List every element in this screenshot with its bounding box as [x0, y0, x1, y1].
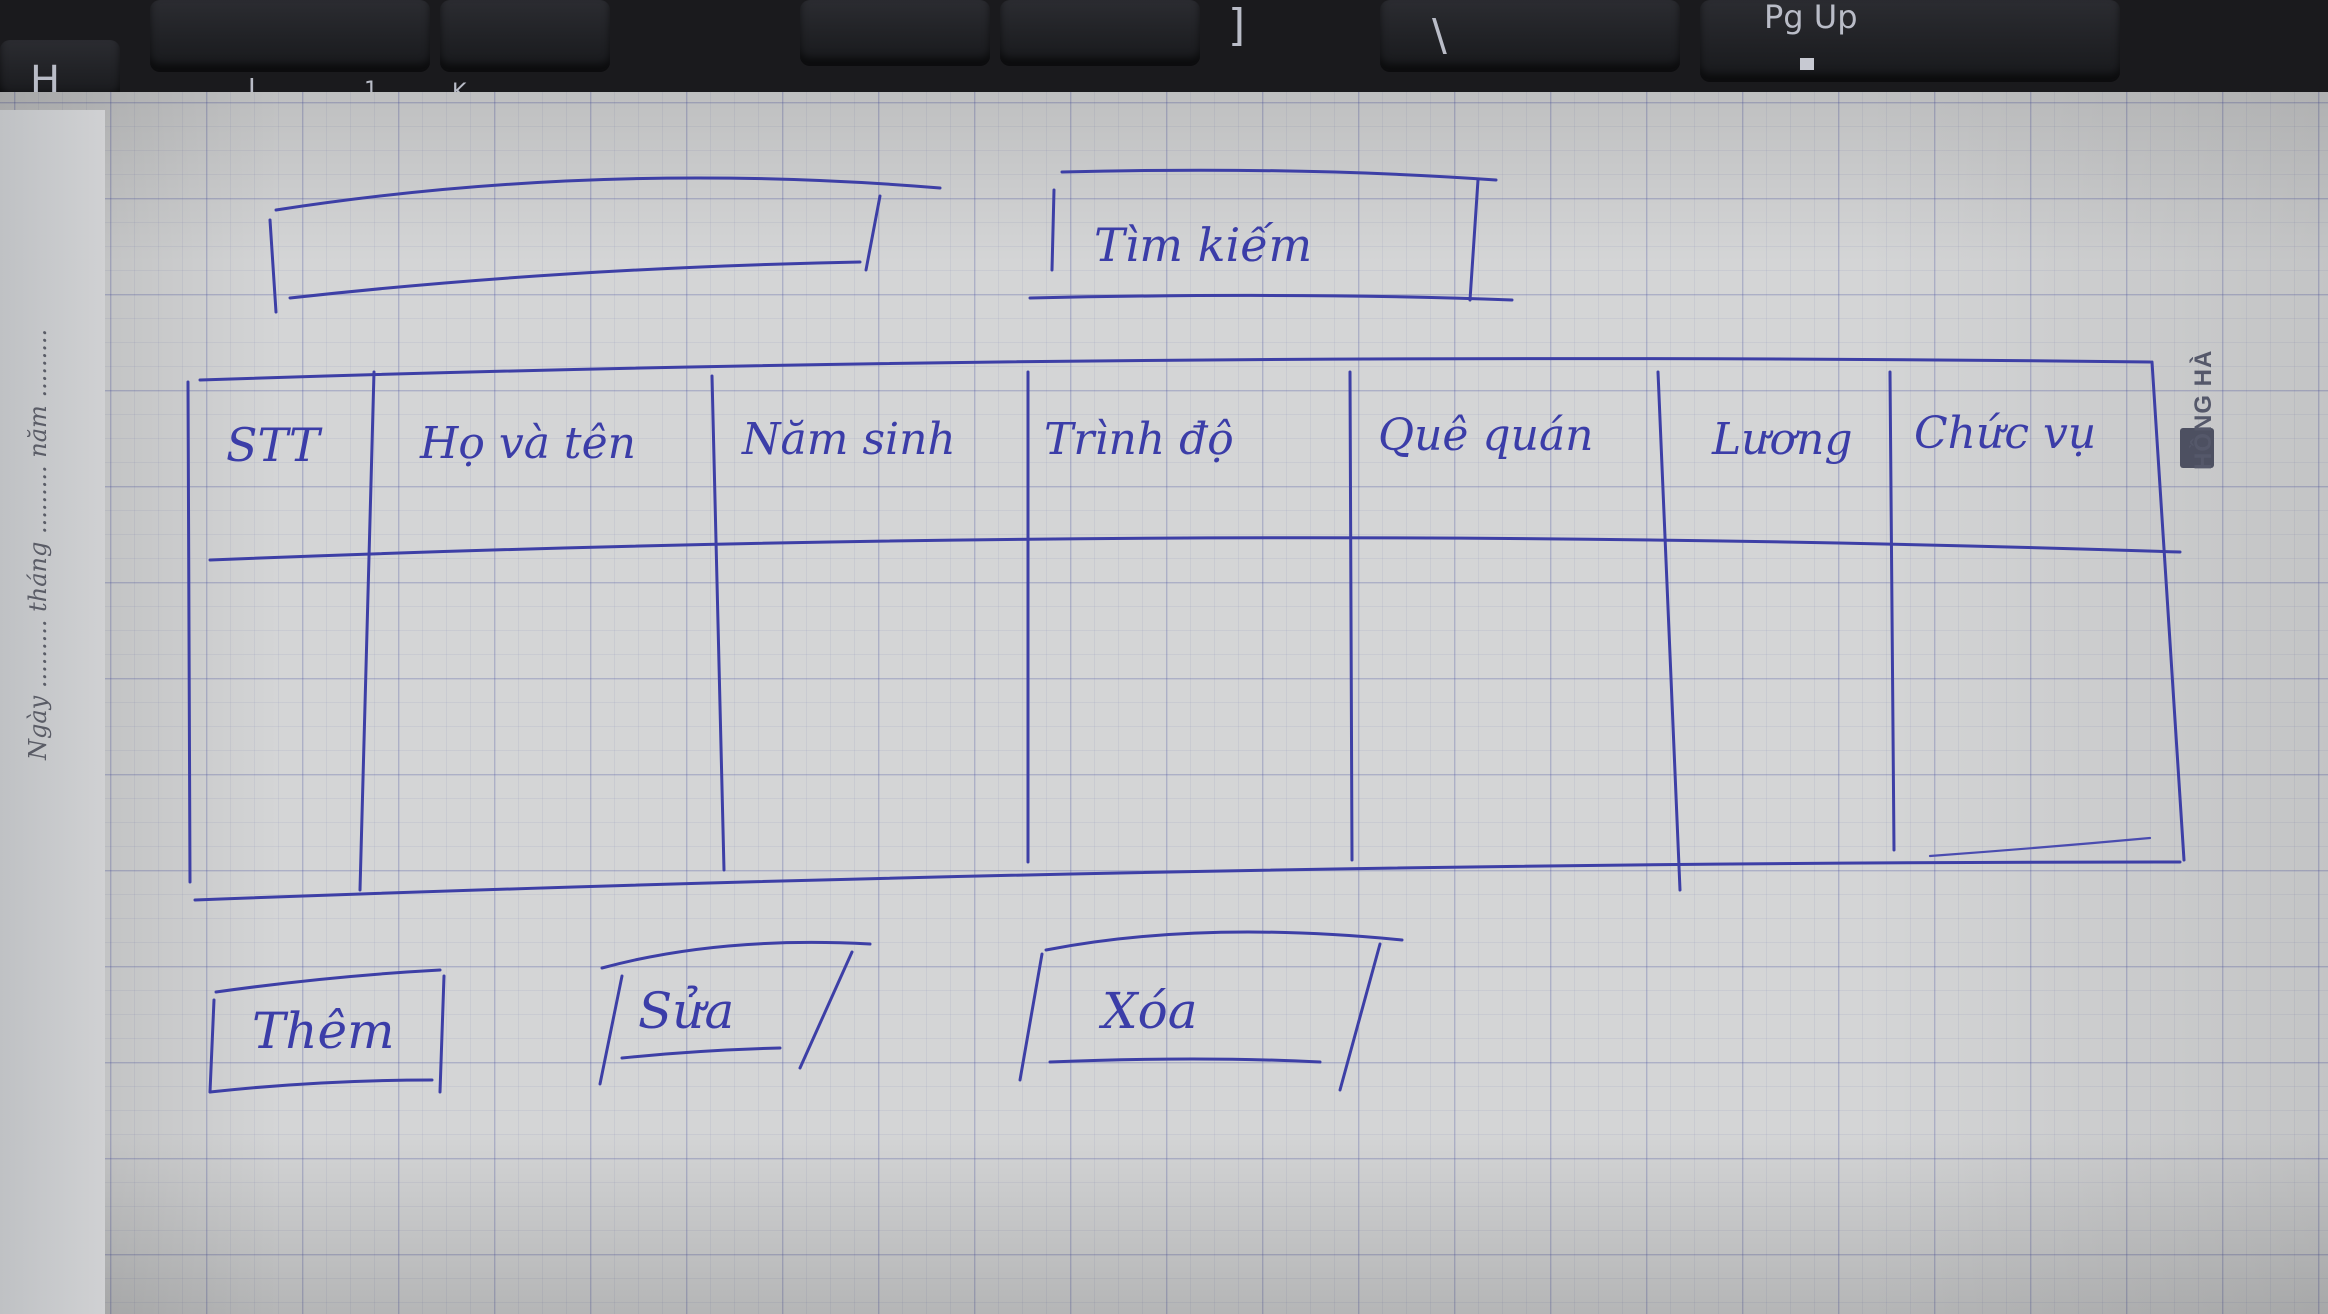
notebook-page [0, 92, 2328, 1314]
header-birth-year: Năm sinh [742, 414, 956, 465]
header-education: Trình độ [1044, 414, 1234, 465]
delete-button[interactable]: Xóa [1050, 948, 1370, 1060]
table-outline [186, 357, 2186, 902]
key-pgup-label: Pg Up [1764, 0, 1858, 36]
key-pgup [1700, 0, 2120, 80]
table-body-empty [200, 570, 2160, 870]
key-bracket-left [800, 0, 990, 64]
key-h [0, 40, 120, 100]
key-bracket-right-label: ] [1228, 0, 1246, 51]
search-button-label: Tìm kiếm [1094, 218, 1313, 272]
add-button-label: Thêm [252, 1002, 395, 1060]
key-backslash-label: \ [1432, 10, 1447, 61]
fn-label-1: I [248, 74, 256, 104]
header-full-name: Họ và tên [420, 418, 636, 469]
delete-button-label: Xóa [1102, 982, 1198, 1040]
edit-button-label: Sửa [638, 982, 735, 1040]
add-button[interactable]: Thêm [216, 980, 440, 1084]
notebook-margin [0, 110, 105, 1314]
key-backslash [1380, 0, 1680, 70]
search-button-outline [1028, 168, 1514, 302]
add-button-outline [208, 968, 446, 1094]
key-blank-1 [150, 0, 430, 70]
brand-logo-icon [2180, 428, 2214, 468]
delete-button-outline [1018, 930, 1404, 1092]
header-stt: STT [226, 418, 320, 472]
edit-button[interactable]: Sửa [620, 950, 850, 1060]
search-input[interactable] [296, 214, 856, 286]
search-input-outline [268, 176, 942, 314]
key-pgup-indicator [1800, 58, 1814, 70]
key-blank-2 [440, 0, 610, 70]
key-bracket-right [1000, 0, 1200, 64]
header-position: Chức vụ [1914, 408, 2097, 459]
search-button[interactable]: Tìm kiếm [1070, 190, 1460, 286]
edit-button-outline [598, 940, 872, 1086]
header-salary: Lương [1712, 414, 1853, 465]
header-hometown: Quê quán [1378, 410, 1594, 461]
